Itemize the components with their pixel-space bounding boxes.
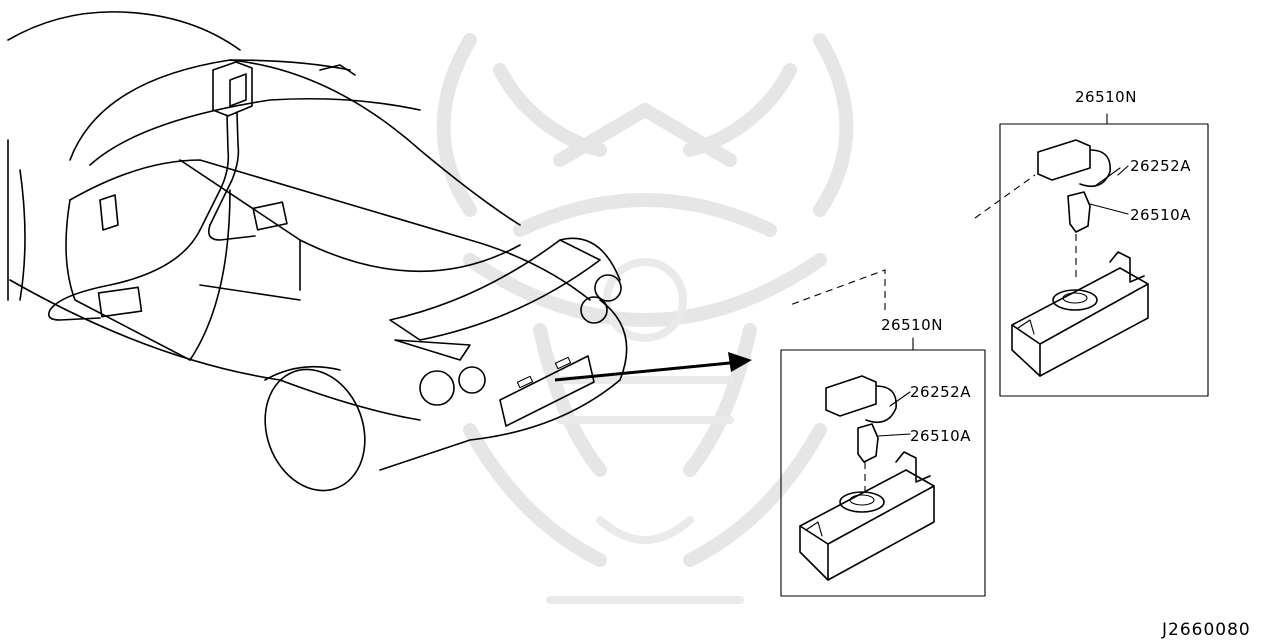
bulb-label-top: 26510A [1130, 206, 1191, 224]
car-rear-view [7, 11, 628, 492]
assembly-label-bottom: 26510N [881, 316, 943, 334]
assembly-label-top: 26510N [1075, 88, 1137, 106]
assembly-box-bottom [780, 337, 986, 597]
bulb-label-bottom: 26510A [910, 427, 971, 445]
assembly-box-top [999, 113, 1209, 397]
wiring-harness [47, 61, 1036, 321]
watermark-logo [436, 33, 854, 604]
socket-label-top: 26252A [1130, 157, 1191, 175]
figure-code: J2660080 [1162, 620, 1251, 640]
pointer-arrow [554, 352, 752, 382]
socket-label-bottom: 26252A [910, 383, 971, 401]
